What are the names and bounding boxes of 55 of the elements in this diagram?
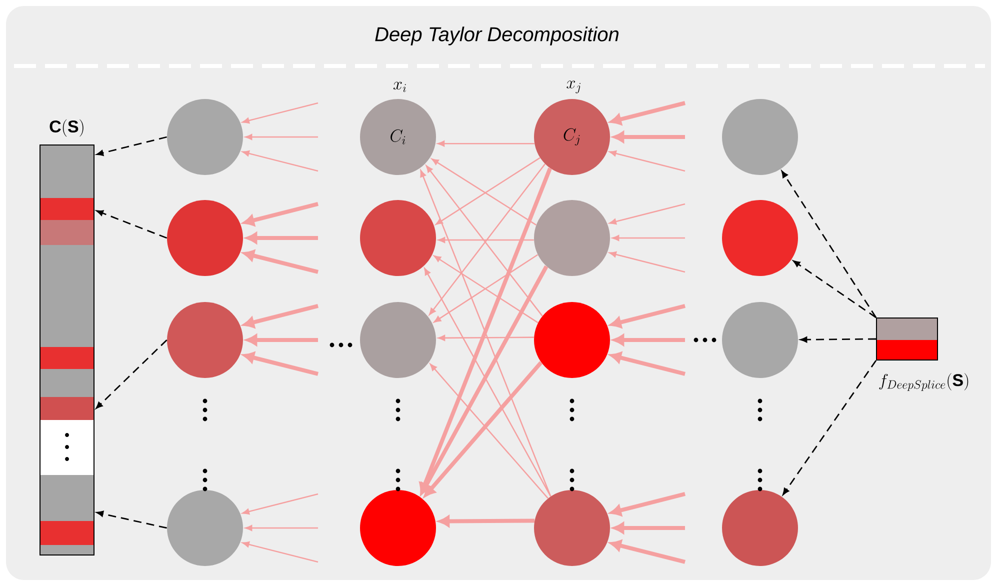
neuron-circle bbox=[167, 99, 243, 175]
arrow bbox=[245, 525, 318, 531]
arrow bbox=[438, 237, 534, 243]
arrow bbox=[610, 492, 686, 516]
arrow bbox=[610, 101, 686, 125]
arrow bbox=[246, 232, 318, 244]
arrow bbox=[800, 336, 876, 343]
arrow bbox=[613, 522, 685, 534]
arrow bbox=[782, 360, 877, 495]
neuron-circle bbox=[722, 99, 798, 175]
arrow bbox=[781, 170, 877, 318]
arrow bbox=[243, 304, 318, 328]
neuron-circle bbox=[722, 200, 798, 276]
neuron-circle bbox=[167, 200, 243, 276]
neuron-circle bbox=[360, 302, 436, 378]
arrow bbox=[610, 352, 686, 376]
neuron-circle bbox=[167, 490, 243, 566]
arrow bbox=[438, 516, 535, 527]
variable-label: $x_j$ bbox=[566, 80, 580, 94]
arrow bbox=[96, 136, 167, 156]
arrow bbox=[242, 541, 318, 563]
neuron-circle bbox=[534, 490, 610, 566]
arrow bbox=[242, 493, 318, 515]
arrow bbox=[243, 202, 318, 226]
arrow bbox=[96, 510, 167, 529]
bar-heading: $\mathbf{C}(\mathbf{S})$ bbox=[50, 119, 84, 137]
neuron-circle bbox=[534, 200, 610, 276]
arrow bbox=[610, 304, 686, 328]
arrow bbox=[609, 150, 686, 172]
arrow bbox=[438, 334, 534, 341]
neuron-circle bbox=[722, 302, 798, 378]
arrow bbox=[612, 235, 685, 241]
neuron-circle bbox=[167, 302, 243, 378]
arrow bbox=[242, 102, 318, 124]
arrow bbox=[610, 540, 686, 564]
arrow bbox=[242, 150, 318, 172]
arrow bbox=[243, 250, 318, 274]
arrow bbox=[243, 352, 318, 376]
variable-label: $x_i$ bbox=[393, 82, 406, 92]
arrow bbox=[609, 251, 686, 273]
arrow bbox=[96, 210, 168, 239]
neuron-circle bbox=[360, 200, 436, 276]
arrow bbox=[246, 334, 318, 346]
arrow bbox=[245, 134, 318, 140]
output-label: $f_{DeepSplice}(\mathbf{S})$ bbox=[879, 373, 968, 391]
arrow bbox=[438, 140, 534, 147]
arrow bbox=[96, 340, 168, 409]
arrow bbox=[613, 131, 685, 143]
neuron-circle bbox=[534, 302, 610, 378]
arrow bbox=[613, 334, 685, 346]
neuron-circle bbox=[360, 490, 436, 566]
arrow bbox=[793, 260, 876, 318]
arrow bbox=[609, 203, 686, 225]
title: Deep Taylor Decomposition bbox=[375, 26, 618, 46]
neuron-circle bbox=[722, 490, 798, 566]
